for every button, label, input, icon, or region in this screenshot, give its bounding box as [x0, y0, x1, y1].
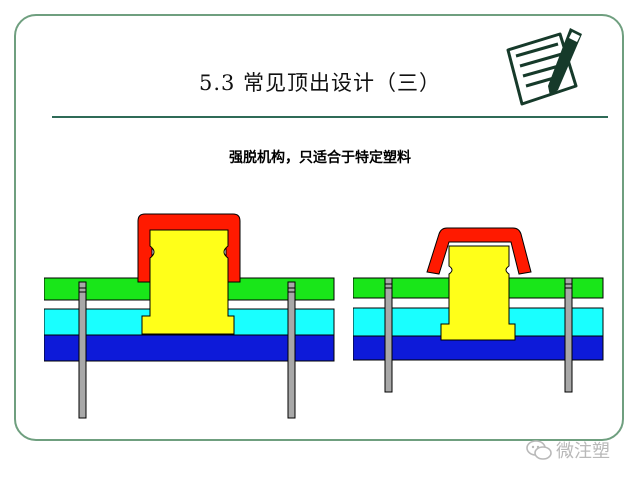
mold-diagram-closed [44, 213, 335, 419]
slide-subtitle: 强脱机构，只适合于特定塑料 [229, 150, 411, 166]
slide-title: 5.3 常见顶出设计（三） [198, 71, 442, 95]
ejector-pin-right [287, 281, 296, 419]
blue-plate [44, 334, 335, 362]
stripper-core [440, 245, 516, 341]
molded-part [137, 213, 241, 283]
mold-diagram-ejected [353, 227, 604, 393]
watermark-text: 微注塑 [556, 441, 610, 462]
ejector-pin-left [384, 277, 393, 393]
wechat-icon [526, 440, 552, 460]
watermark: 微注塑 [526, 437, 610, 463]
title-rule [52, 116, 608, 118]
molded-part [426, 227, 532, 275]
ejector-pin-left [78, 281, 87, 419]
ejector-pin-right [564, 277, 573, 393]
notepad-pen-icon [506, 28, 582, 106]
stripper-core [141, 229, 235, 335]
